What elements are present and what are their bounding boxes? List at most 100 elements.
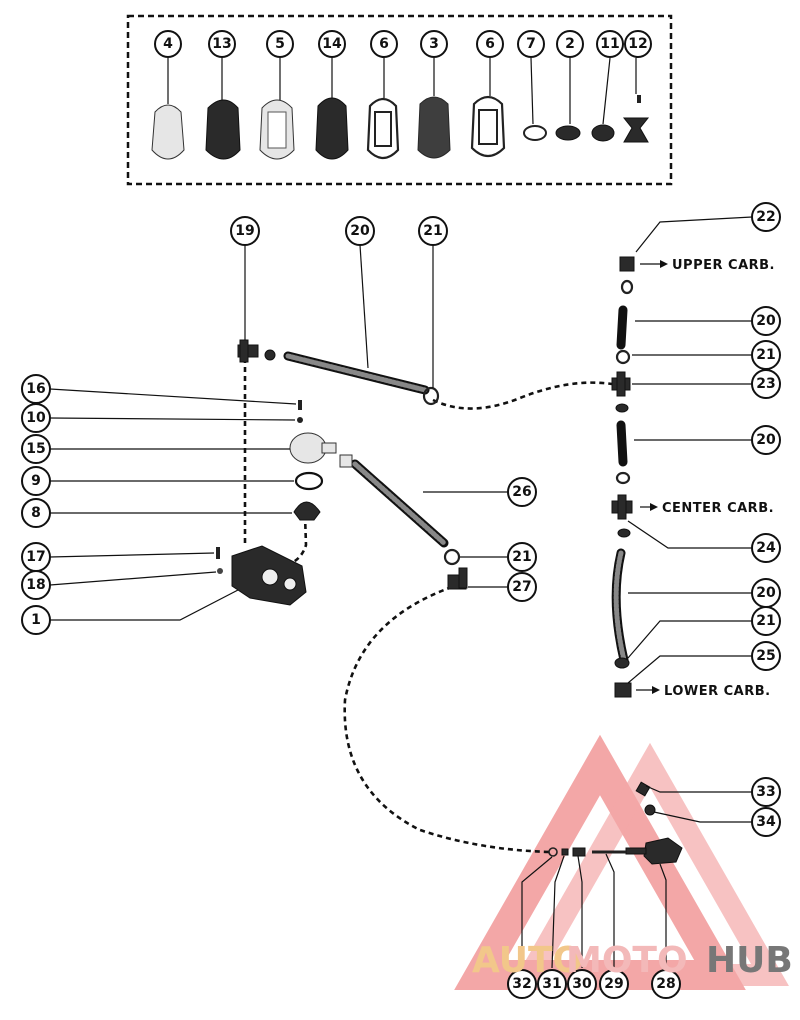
kit-parts [151,95,650,160]
svg-text:25: 25 [756,648,775,664]
callouts: 4 13 5 14 6 3 6 7 2 11 12 19 20 21 22 20… [21,30,781,999]
svg-text:20: 20 [350,223,370,239]
svg-text:31: 31 [542,976,561,992]
callout-23: 23 [751,369,781,399]
svg-text:28: 28 [656,976,675,992]
callout-27: 27 [507,572,537,602]
lower-carb-label: LOWER CARB. [664,684,771,699]
destination-labels: UPPER CARB. CENTER CARB. LOWER CARB. [662,258,775,699]
svg-text:3: 3 [429,36,439,52]
callout-21-r2: 21 [751,606,781,636]
svg-text:8: 8 [31,505,41,521]
callout-19: 19 [230,216,260,246]
hoses [283,305,629,665]
callout-5: 5 [266,30,294,58]
fuel-lines [243,358,613,854]
upper-carb-label: UPPER CARB. [672,258,775,273]
svg-text:27: 27 [512,579,531,595]
callout-31: 31 [537,969,567,999]
callout-6: 6 [370,30,398,58]
kit-leaders [167,57,637,125]
callout-3: 3 [420,30,448,58]
callout-1: 1 [21,605,51,635]
destination-arrows [636,260,668,694]
svg-text:6: 6 [485,36,495,52]
watermark-logo [454,734,789,990]
svg-text:30: 30 [572,976,592,992]
svg-text:21: 21 [423,223,442,239]
fittings [216,256,683,865]
callout-28: 28 [651,969,681,999]
svg-text:11: 11 [600,36,619,52]
svg-text:29: 29 [604,976,623,992]
svg-text:20: 20 [756,585,776,601]
callout-8: 8 [21,498,51,528]
watermark-auto: AUTO [472,940,583,981]
callout-9: 9 [21,466,51,496]
callout-13: 13 [208,30,236,58]
callout-12: 12 [624,30,652,58]
svg-text:21: 21 [512,549,531,565]
svg-text:7: 7 [526,36,536,52]
svg-text:14: 14 [322,36,342,52]
callout-21-top: 21 [418,216,448,246]
svg-text:18: 18 [26,577,45,593]
svg-text:34: 34 [756,814,776,830]
callout-11: 11 [596,30,624,58]
callout-17: 17 [21,542,51,572]
callout-20-r2: 20 [751,425,781,455]
callout-20-r3: 20 [751,578,781,608]
svg-text:1: 1 [31,612,41,628]
svg-text:16: 16 [26,381,45,397]
callout-26: 26 [507,477,537,507]
svg-text:6: 6 [379,36,389,52]
callout-24: 24 [751,533,781,563]
svg-text:20: 20 [756,313,776,329]
callout-33: 33 [751,777,781,807]
svg-text:9: 9 [31,473,41,489]
callout-20-r1: 20 [751,306,781,336]
callout-22: 22 [751,202,781,232]
svg-text:19: 19 [235,223,254,239]
callout-4: 4 [154,30,182,58]
callout-6b: 6 [476,30,504,58]
svg-text:24: 24 [756,540,776,556]
svg-text:2: 2 [565,36,575,52]
callout-18: 18 [21,570,51,600]
callout-21-r1: 21 [751,340,781,370]
svg-text:23: 23 [756,376,775,392]
callout-2: 2 [556,30,584,58]
svg-text:4: 4 [163,36,173,52]
svg-text:17: 17 [26,549,45,565]
callout-10: 10 [21,403,51,433]
svg-text:15: 15 [26,441,45,457]
callout-15: 15 [21,434,51,464]
callout-32: 32 [507,969,537,999]
svg-text:20: 20 [756,432,776,448]
center-carb-label: CENTER CARB. [662,501,774,516]
svg-text:12: 12 [628,36,647,52]
svg-text:13: 13 [212,36,231,52]
callout-7: 7 [517,30,545,58]
svg-text:10: 10 [26,410,46,426]
callout-21-mid: 21 [507,542,537,572]
callout-20-top: 20 [345,216,375,246]
svg-text:21: 21 [756,613,775,629]
svg-text:21: 21 [756,347,775,363]
callout-30: 30 [567,969,597,999]
watermark-moto: MOTO [566,940,688,981]
watermark-hub: HUB [706,940,793,981]
callout-34: 34 [751,807,781,837]
kit-box [126,14,673,186]
callout-14: 14 [318,30,346,58]
callout-16: 16 [21,374,51,404]
svg-text:33: 33 [756,784,775,800]
main-leaders [49,216,753,969]
svg-text:32: 32 [512,976,531,992]
callout-29: 29 [599,969,629,999]
watermark-text: AUTO MOTO HUB [472,940,793,981]
svg-text:22: 22 [756,209,775,225]
svg-text:26: 26 [512,484,531,500]
callout-25: 25 [751,641,781,671]
svg-text:5: 5 [275,36,285,52]
